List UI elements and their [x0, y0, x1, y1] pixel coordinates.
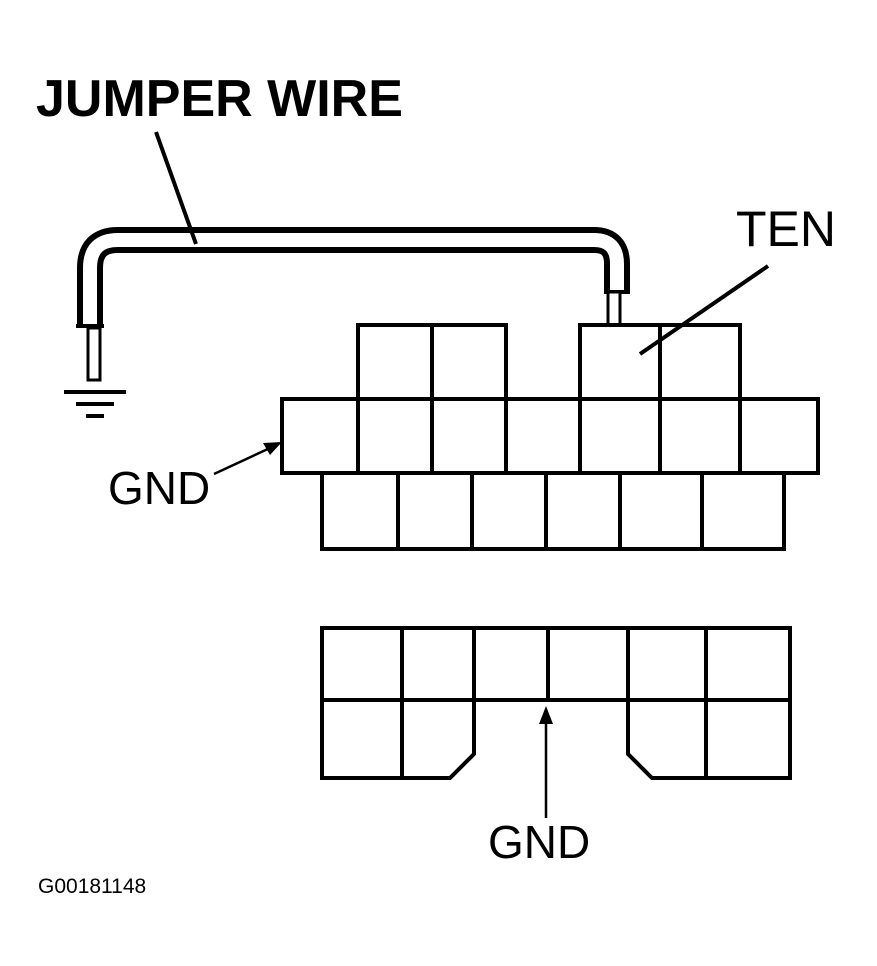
- upper-connector: [280, 323, 820, 551]
- leader-lines: [154, 131, 770, 818]
- upper-connector-middle-row: [280, 397, 820, 475]
- jumper-wire: [76, 227, 630, 382]
- lower-connector: [320, 626, 792, 780]
- ten-leader: [638, 264, 770, 356]
- ten-label: TEN: [736, 201, 836, 257]
- ground-symbol: [64, 390, 126, 418]
- gnd-lower-label: GND: [488, 816, 590, 868]
- gnd-upper-label: GND: [108, 462, 210, 514]
- jumper-wire-leader: [154, 131, 198, 245]
- jumper-wire-label: JUMPER WIRE: [36, 70, 403, 128]
- jumper-wire-outline: [77, 227, 630, 328]
- gnd-upper-leader: [213, 446, 271, 476]
- gnd-upper-arrowhead: [263, 442, 282, 455]
- figure-id-label: G00181148: [38, 875, 146, 898]
- upper-connector-bottom-row: [320, 471, 786, 551]
- jumper-wire-core: [83, 233, 624, 328]
- jumper-wire-left-probe: [86, 326, 102, 382]
- gnd-lower-arrowhead: [539, 706, 553, 724]
- lower-connector-outline: [320, 626, 792, 780]
